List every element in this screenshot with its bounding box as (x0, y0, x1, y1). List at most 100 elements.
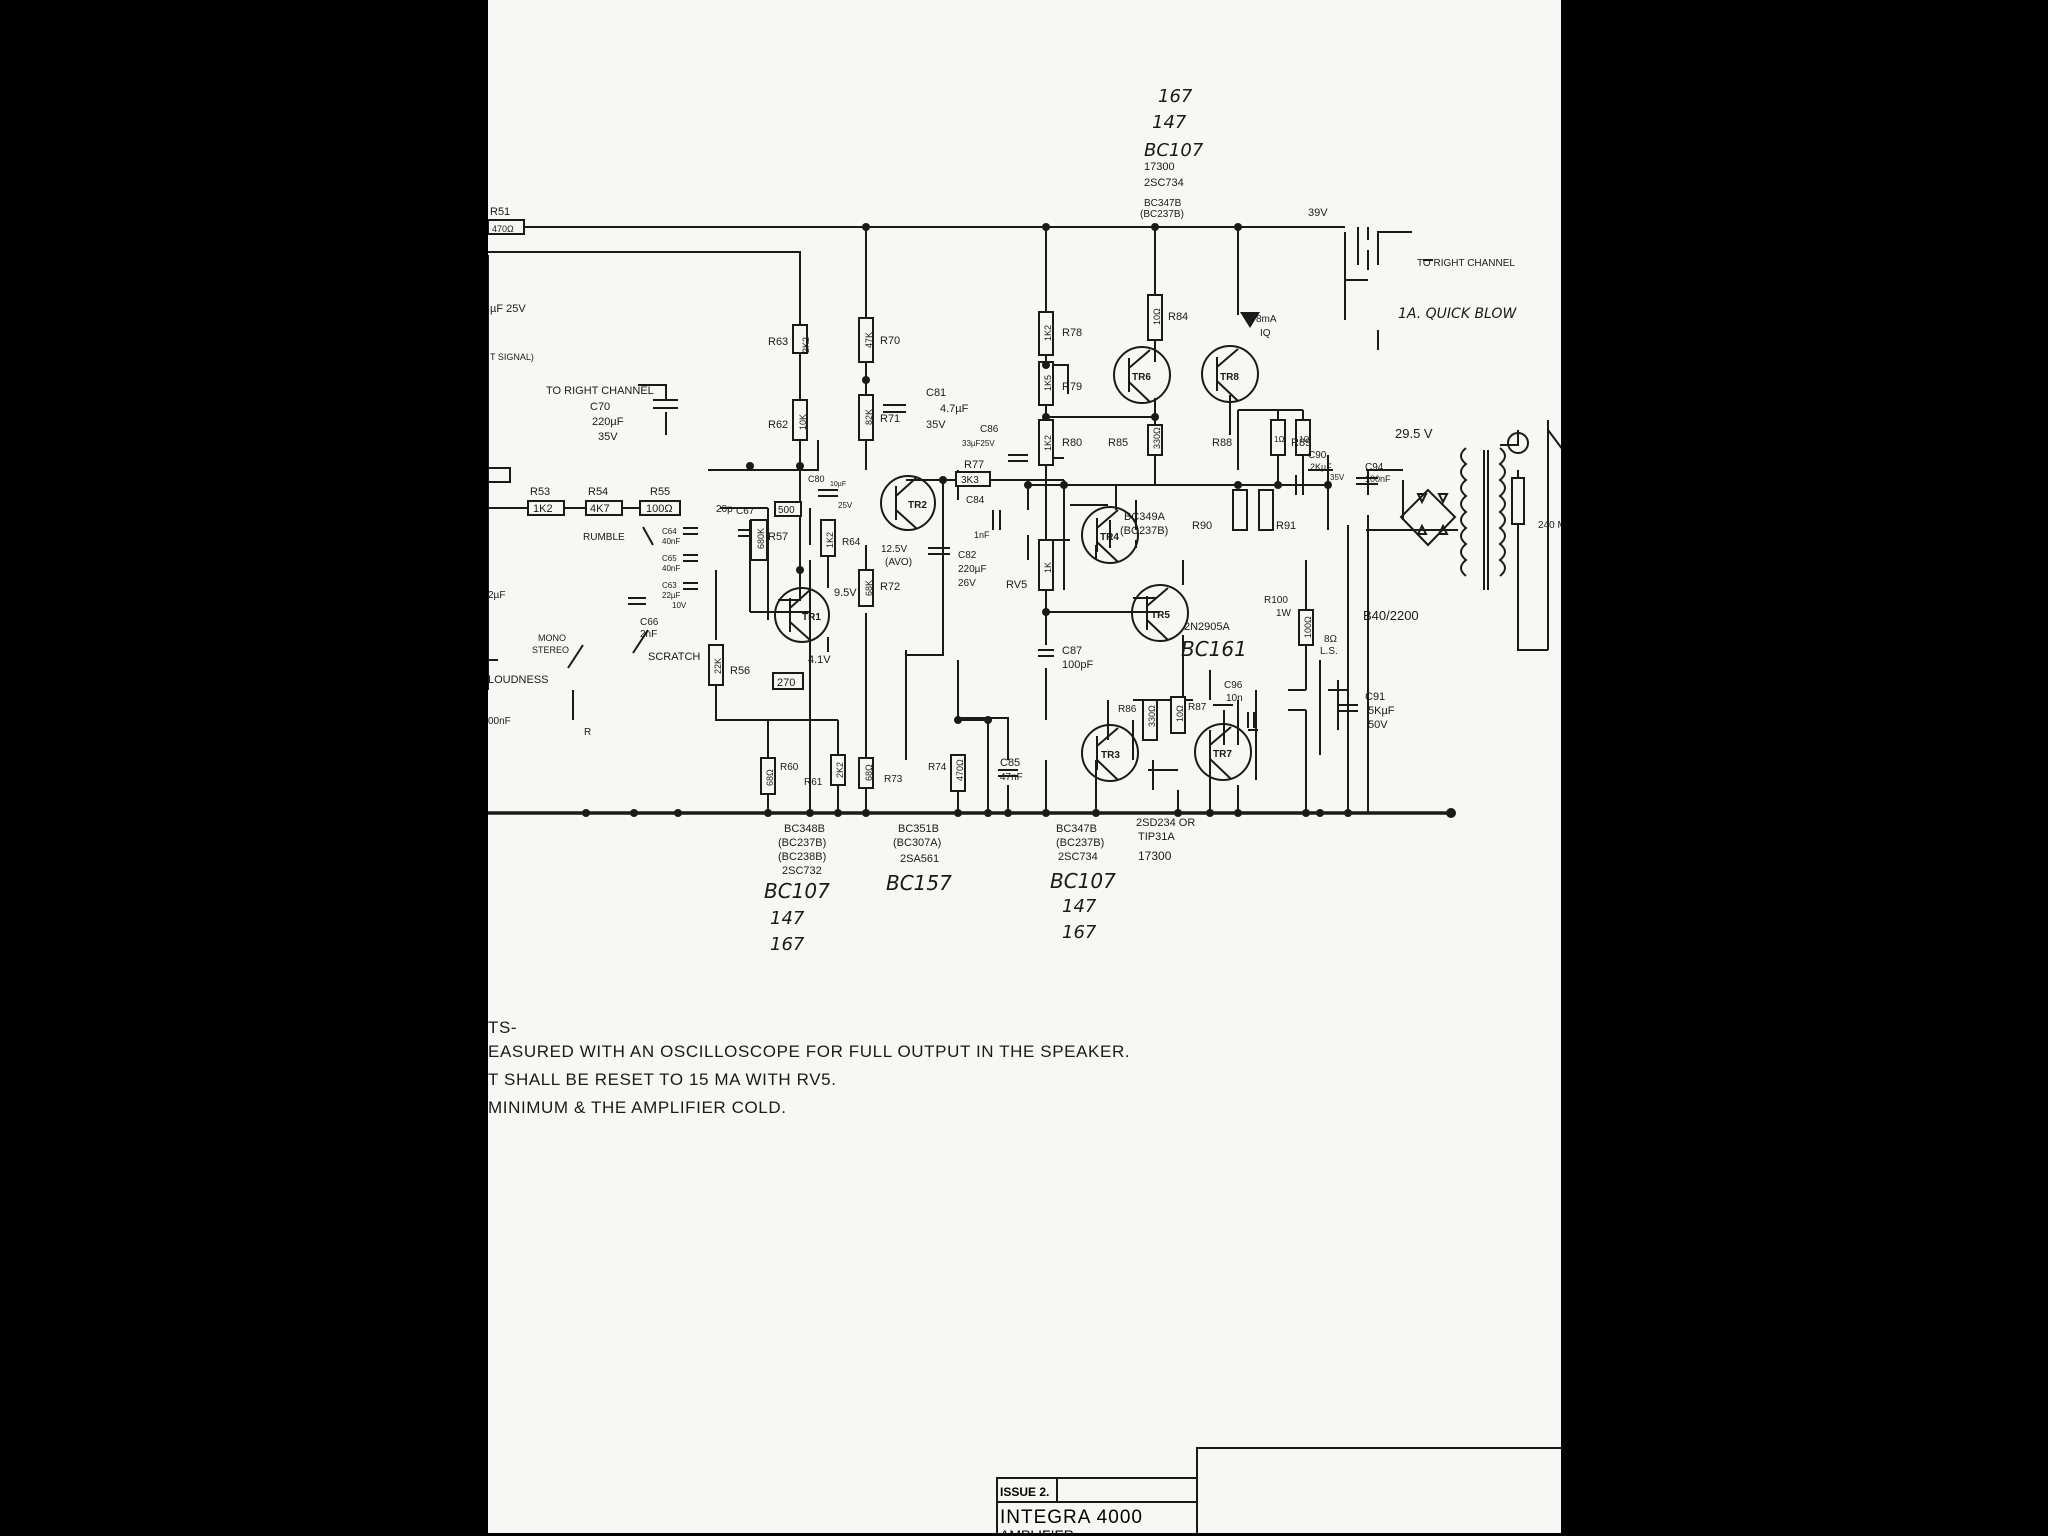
c65-value: 40nF (662, 564, 680, 573)
r62-resistor (792, 399, 808, 441)
c81-label: C81 (926, 387, 946, 399)
left-edge-text-5: 00nF (488, 716, 511, 727)
r54-label: R54 (588, 486, 608, 498)
mains-wires (1500, 420, 1561, 651)
r74-value: 470Ω (955, 759, 965, 781)
tr1-type-2: (BC237B) (778, 837, 826, 849)
r64-label: R64 (842, 537, 861, 548)
tr5-type: 2N2905A (1184, 621, 1231, 633)
r78-resistor (1038, 311, 1054, 356)
title-block-rule (996, 1477, 1196, 1479)
tr6-hand-1: 167 (1158, 86, 1193, 107)
rv5-resistor (1038, 539, 1054, 591)
r60-resistor (760, 757, 776, 795)
r91-resistor (1258, 489, 1274, 531)
left-edge-text-4: 2µF (488, 590, 505, 601)
schematic-sheet: R51 470Ω 39V TO RIGHT CHANNEL 1A. QUICK … (488, 0, 1561, 1533)
tr8-transistor (1201, 345, 1259, 403)
tr1-type-3: (BC238B) (778, 851, 826, 863)
rv5-label: RV5 (1006, 579, 1027, 591)
c80-rating: 25V (838, 501, 853, 510)
tr2-type-1: BC351B (898, 823, 939, 835)
document-title: INTEGRA 4000 (1000, 1507, 1143, 1528)
note-line-3: MINIMUM & THE AMPLIFIER COLD. (488, 1098, 787, 1117)
note-line-1: EASURED WITH AN OSCILLOSCOPE FOR FULL OU… (488, 1042, 1131, 1061)
tr1-hand-3: 167 (770, 934, 805, 955)
r74-resistor (950, 754, 966, 792)
c85-capacitor (998, 769, 1018, 777)
r57-resistor (750, 519, 768, 561)
c64-capacitor (683, 527, 698, 535)
c63-capacitor (683, 582, 698, 590)
c96-label: C96 (1224, 680, 1243, 691)
r64-resistor (820, 519, 836, 557)
r51-label: R51 (490, 206, 510, 218)
c66-capacitor (628, 597, 646, 605)
to-right-channel-input: TO RIGHT CHANNEL (546, 385, 654, 397)
tr4-type-1: BC349A (1124, 511, 1166, 523)
mains-label: 240 Mains (1538, 520, 1561, 531)
c82-rating: 26V (958, 578, 976, 589)
r74-label: R74 (928, 762, 947, 773)
box-500 (774, 501, 802, 517)
c82-label: C82 (958, 550, 977, 561)
tr8-iq-label: IQ (1260, 328, 1271, 339)
title-block-mid-rule (996, 1501, 1196, 1503)
tr6-label: TR6 (1132, 372, 1151, 383)
r54-value: 4K7 (590, 503, 610, 515)
mono-stereo-switch (567, 644, 584, 720)
tr2-avo: (AVO) (885, 557, 912, 568)
r84-value: 10Ω (1152, 308, 1162, 325)
c63-label: C63 (662, 581, 677, 590)
title-block-left-rule (996, 1477, 998, 1533)
c87-value: 100pF (1062, 659, 1093, 671)
r62-label: R62 (768, 419, 788, 431)
c91-capacitor (1338, 704, 1358, 712)
r78-value: 1K2 (1043, 325, 1053, 341)
c81-rating: 35V (926, 419, 946, 431)
c63-value: 22µF (662, 591, 681, 600)
r55-label: R55 (650, 486, 670, 498)
c80-label: C80 (808, 474, 825, 484)
r51-resistor (488, 219, 525, 235)
r70-resistor (858, 317, 874, 363)
c66-value: 2nF (640, 629, 657, 640)
r86-value: 330Ω (1147, 705, 1157, 727)
tr5-tr3-tr7-wires (1095, 560, 1193, 813)
c91-value: 5KµF (1368, 705, 1395, 717)
c90-value: 2KµF (1310, 462, 1332, 472)
r71-resistor (858, 394, 874, 441)
tr5-label: TR5 (1151, 610, 1170, 621)
tr3-hand-1: BC107 (1050, 869, 1116, 893)
c70-value: 220µF (592, 416, 624, 428)
tr2-type-3: 2SA561 (900, 853, 939, 865)
r89-value: 1Ω (1299, 435, 1309, 444)
r71-label: R71 (880, 413, 900, 425)
r72-label: R72 (880, 581, 900, 593)
r72-value: 68K (864, 580, 874, 596)
mains-lamp (1507, 432, 1529, 454)
title-block-issue-rule (1056, 1477, 1058, 1501)
r73-value: 68Ω (864, 764, 874, 781)
c86-label: C86 (980, 424, 999, 435)
c82-value: 220µF (958, 564, 987, 575)
c70-line-wire (638, 384, 667, 435)
c94-capacitor (1356, 477, 1378, 485)
bias-link-wire (1046, 364, 1160, 613)
r53-value: 1K2 (533, 503, 553, 515)
r90-label: R90 (1192, 520, 1212, 532)
r56-resistor (708, 644, 724, 686)
tr7-label: TR7 (1213, 749, 1232, 760)
tr1-label: TR1 (802, 612, 821, 623)
r87-resistor (1170, 696, 1186, 734)
r100-resistor (1298, 609, 1314, 646)
tr6-transistor (1113, 346, 1171, 404)
c66-label: C66 (640, 617, 659, 628)
tr6-type-4: (BC237B) (1140, 209, 1184, 220)
r63-feed-wire (488, 251, 801, 325)
tr2-label: TR2 (908, 500, 927, 511)
tr3-hand-2: 147 (1062, 896, 1097, 917)
tr6-hand-2: 147 (1152, 112, 1187, 133)
r77-value: 3K3 (961, 475, 979, 486)
r80-value: 1K2 (1043, 435, 1053, 451)
